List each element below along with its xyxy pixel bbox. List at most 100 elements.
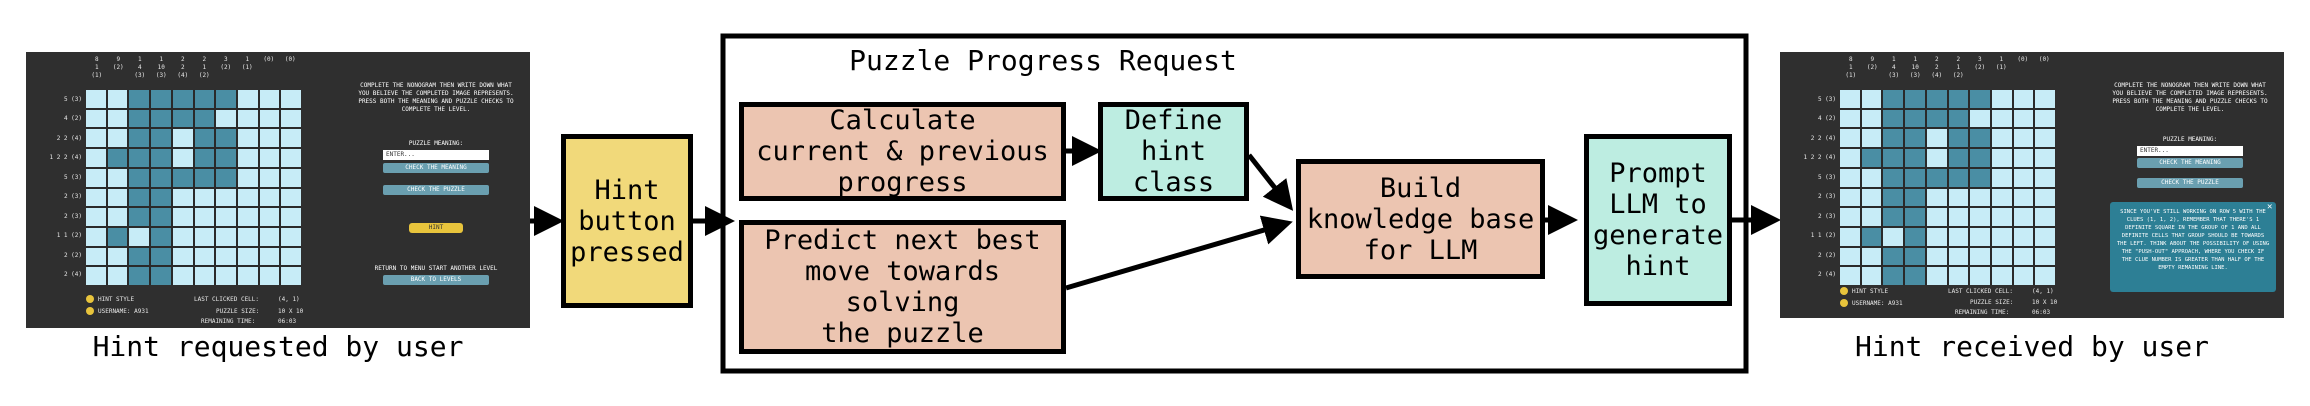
grid-cell[interactable]	[129, 129, 150, 148]
grid-cell[interactable]	[237, 267, 258, 285]
grid-cell[interactable]	[2013, 129, 2034, 148]
grid-cell[interactable]	[151, 168, 171, 187]
grid-cell[interactable]	[2013, 188, 2034, 207]
close-icon[interactable]: ✕	[2267, 202, 2273, 212]
grid-cell[interactable]	[129, 247, 150, 266]
grid-cell[interactable]	[1948, 208, 1969, 226]
grid-cell[interactable]	[1883, 90, 1904, 108]
grid-cell[interactable]	[1926, 109, 1947, 128]
grid-cell[interactable]	[194, 109, 215, 128]
grid-cell[interactable]	[216, 149, 236, 167]
grid-cell[interactable]	[1883, 109, 1904, 128]
grid-cell[interactable]	[107, 168, 128, 187]
grid-cell[interactable]	[216, 90, 236, 108]
grid-cell[interactable]	[194, 267, 215, 285]
grid-cell[interactable]	[1991, 149, 2012, 167]
grid-cell[interactable]	[172, 109, 193, 128]
grid-cell[interactable]	[216, 208, 236, 226]
grid-cell[interactable]	[129, 149, 150, 167]
grid-cell[interactable]	[1970, 247, 1990, 266]
grid-cell[interactable]	[1861, 188, 1882, 207]
grid-cell[interactable]	[1948, 168, 1969, 187]
grid-cell[interactable]	[259, 188, 280, 207]
grid-cell[interactable]	[1991, 90, 2012, 108]
grid-cell[interactable]	[172, 247, 193, 266]
grid-cell[interactable]	[151, 247, 171, 266]
grid-cell[interactable]	[1926, 149, 1947, 167]
grid-cell[interactable]	[151, 149, 171, 167]
grid-cell[interactable]	[1948, 247, 1969, 266]
grid-cell[interactable]	[1991, 267, 2012, 285]
grid-cell[interactable]	[172, 149, 193, 167]
grid-cell[interactable]	[1991, 227, 2012, 246]
grid-cell[interactable]	[1840, 188, 1860, 207]
grid-cell[interactable]	[1991, 109, 2012, 128]
grid-cell[interactable]	[1970, 168, 1990, 187]
grid-cell[interactable]	[1991, 247, 2012, 266]
grid-cell[interactable]	[1926, 188, 1947, 207]
grid-cell[interactable]	[1948, 267, 1969, 285]
grid-cell[interactable]	[1861, 129, 1882, 148]
grid-cell[interactable]	[2035, 208, 2055, 226]
grid-cell[interactable]	[259, 227, 280, 246]
grid-cell[interactable]	[1840, 90, 1860, 108]
grid-cell[interactable]	[172, 168, 193, 187]
grid-cell[interactable]	[2035, 227, 2055, 246]
grid-cell[interactable]	[172, 188, 193, 207]
grid-cell[interactable]	[151, 90, 171, 108]
grid-cell[interactable]	[1883, 208, 1904, 226]
grid-cell[interactable]	[151, 129, 171, 148]
grid-cell[interactable]	[216, 109, 236, 128]
grid-cell[interactable]	[1948, 227, 1969, 246]
grid-cell[interactable]	[1905, 90, 1925, 108]
grid-cell[interactable]	[86, 149, 106, 167]
grid-cell[interactable]	[237, 188, 258, 207]
grid-cell[interactable]	[151, 109, 171, 128]
grid-cell[interactable]	[86, 129, 106, 148]
grid-cell[interactable]	[1991, 208, 2012, 226]
check-puzzle-button[interactable]: CHECK THE PUZZLE	[383, 185, 489, 195]
grid-cell[interactable]	[1883, 188, 1904, 207]
grid-cell[interactable]	[2035, 109, 2055, 128]
grid-cell[interactable]	[237, 227, 258, 246]
grid-cell[interactable]	[216, 168, 236, 187]
grid-cell[interactable]	[86, 188, 106, 207]
grid-cell[interactable]	[216, 247, 236, 266]
grid-cell[interactable]	[237, 109, 258, 128]
grid-cell[interactable]	[151, 227, 171, 246]
grid-cell[interactable]	[1861, 247, 1882, 266]
grid-cell[interactable]	[2013, 90, 2034, 108]
grid-cell[interactable]	[1861, 267, 1882, 285]
grid-cell[interactable]	[1970, 208, 1990, 226]
grid-cell[interactable]	[281, 129, 301, 148]
grid-cell[interactable]	[107, 188, 128, 207]
grid-cell[interactable]	[1861, 168, 1882, 187]
grid-cell[interactable]	[1905, 129, 1925, 148]
grid-cell[interactable]	[172, 227, 193, 246]
grid-cell[interactable]	[216, 129, 236, 148]
grid-cell[interactable]	[2013, 109, 2034, 128]
grid-cell[interactable]	[259, 149, 280, 167]
grid-cell[interactable]	[129, 168, 150, 187]
grid-cell[interactable]	[172, 129, 193, 148]
hint-button[interactable]: HINT	[409, 223, 463, 233]
grid-cell[interactable]	[107, 109, 128, 128]
grid-cell[interactable]	[1861, 90, 1882, 108]
check-puzzle-button[interactable]: CHECK THE PUZZLE	[2137, 178, 2243, 188]
grid-cell[interactable]	[1970, 149, 1990, 167]
grid-cell[interactable]	[1905, 168, 1925, 187]
grid-cell[interactable]	[129, 208, 150, 226]
grid-cell[interactable]	[2035, 168, 2055, 187]
grid-cell[interactable]	[237, 208, 258, 226]
grid-cell[interactable]	[1840, 208, 1860, 226]
nonogram-grid[interactable]	[86, 90, 301, 285]
grid-cell[interactable]	[151, 208, 171, 226]
grid-cell[interactable]	[1905, 247, 1925, 266]
grid-cell[interactable]	[1926, 168, 1947, 187]
grid-cell[interactable]	[1926, 208, 1947, 226]
grid-cell[interactable]	[194, 227, 215, 246]
grid-cell[interactable]	[1861, 149, 1882, 167]
grid-cell[interactable]	[1970, 109, 1990, 128]
grid-cell[interactable]	[1905, 149, 1925, 167]
grid-cell[interactable]	[281, 208, 301, 226]
